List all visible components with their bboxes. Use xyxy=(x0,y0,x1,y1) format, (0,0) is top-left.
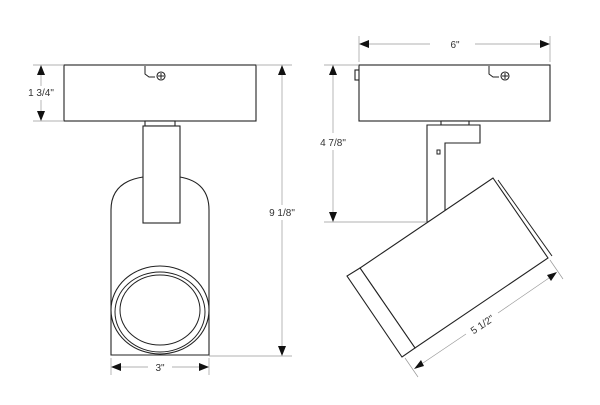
dim-label-overall-height: 9 1/8" xyxy=(269,208,295,219)
screw-icon xyxy=(144,66,166,81)
side-canopy xyxy=(358,64,551,122)
dim-overall-height: 9 1/8" xyxy=(209,64,295,357)
dim-canopy-height: 1 3/4" xyxy=(28,64,64,122)
front-lens xyxy=(119,274,201,346)
dim-label-head-length: 5 1/2" xyxy=(469,313,497,337)
dim-stem-height: 4 7/8" xyxy=(320,64,427,223)
side-front-ring xyxy=(346,267,416,358)
dim-label-canopy-height: 1 3/4" xyxy=(28,88,54,99)
front-stem xyxy=(142,125,181,224)
front-ring-outer xyxy=(110,265,210,355)
front-collar xyxy=(144,120,176,127)
dim-width: 3" xyxy=(110,358,210,375)
screw-icon xyxy=(488,66,510,81)
side-view: 6" 4 7/8" 5 1/2" xyxy=(320,36,564,378)
dim-label-stem-height: 4 7/8" xyxy=(320,138,346,149)
dim-canopy-length: 6" xyxy=(358,36,551,62)
dim-label-width: 3" xyxy=(155,363,165,374)
side-collar xyxy=(440,120,470,126)
dim-label-canopy-length: 6" xyxy=(450,40,460,51)
front-view: 1 3/4" 9 1/8" 3" xyxy=(28,64,295,375)
